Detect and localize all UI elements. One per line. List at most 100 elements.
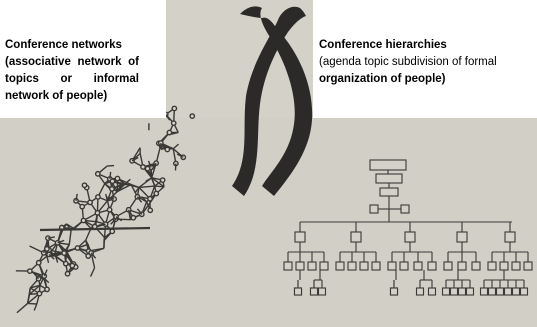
tree-node [427, 287, 437, 296]
bond [138, 185, 155, 189]
bond-stub [90, 252, 97, 259]
bond-stub [118, 184, 123, 192]
tree-node [441, 287, 451, 296]
tree-node [449, 287, 459, 296]
tree-node [347, 261, 357, 271]
bond [146, 170, 152, 176]
hierarchies-description-plain: (agenda topic subdivision of formal [319, 56, 497, 68]
tree-node [504, 231, 516, 243]
bond-stub [110, 218, 117, 225]
tree-node [400, 204, 410, 214]
bond [30, 284, 41, 289]
tree-node [399, 261, 409, 271]
bond-stub [172, 143, 179, 150]
tree-node [283, 261, 293, 271]
atom [95, 194, 101, 200]
bond [16, 302, 29, 314]
bond-stub [151, 162, 157, 170]
bond [27, 302, 37, 305]
tree-node [519, 287, 529, 296]
atom [109, 178, 116, 185]
bond-stub [104, 183, 111, 190]
atom [36, 290, 43, 297]
atom [114, 175, 121, 182]
tree-node [427, 261, 437, 271]
bond-stub [124, 178, 131, 185]
tree-node [369, 159, 407, 171]
tree-node [413, 261, 423, 271]
bond-stub [47, 236, 55, 239]
tree-node [415, 287, 425, 296]
bond-stub [75, 193, 78, 201]
bond-stub [46, 255, 50, 264]
tree-node [317, 287, 327, 296]
bond-stub [141, 196, 148, 203]
tree-node [404, 231, 416, 243]
bond [151, 177, 165, 188]
tree-node [295, 261, 305, 271]
atom [106, 206, 113, 213]
bond-stub [107, 196, 115, 200]
atom [64, 270, 71, 277]
tree-node [375, 173, 403, 184]
hierarchies-title: Conference hierarchies [319, 39, 447, 51]
tree-node [369, 204, 379, 214]
atom [79, 203, 86, 210]
tree-node [456, 231, 468, 243]
bond [106, 190, 118, 202]
bond-stub [131, 156, 139, 162]
bond [65, 244, 70, 252]
bond-stub [98, 223, 106, 226]
atom [62, 260, 69, 267]
bond [130, 183, 140, 189]
tree-node [503, 287, 513, 296]
atom [85, 253, 92, 259]
bond-stub [136, 196, 143, 203]
conference-networks-label: Conference networks (associative network… [0, 0, 166, 118]
bond-stub [43, 269, 48, 277]
tree-node [379, 187, 399, 197]
tree-node [523, 261, 533, 271]
bond-stub [115, 216, 123, 222]
bond-stub [147, 160, 152, 168]
tree-node [335, 261, 345, 271]
bond-stub [107, 164, 115, 167]
tree-node [371, 261, 381, 271]
atom [94, 210, 101, 216]
tree-node [511, 261, 521, 271]
atom [87, 199, 93, 206]
bond-stub [171, 131, 179, 135]
bond [68, 229, 72, 245]
tree-hierarchy-chart [283, 159, 533, 296]
tree-node [389, 287, 399, 296]
tree-node [387, 261, 397, 271]
networks-title: Conference networks [5, 39, 122, 51]
tree-node [457, 287, 467, 296]
atom [44, 286, 50, 293]
networks-description: (associative network of topics or inform… [5, 56, 139, 102]
conference-hierarchies-label: Conference hierarchies (agenda topic sub… [313, 0, 537, 118]
bond [29, 284, 41, 295]
bond-stub [134, 187, 140, 194]
bond-stub [65, 250, 70, 258]
backbone-bond [39, 226, 151, 232]
bond [154, 185, 165, 188]
bond-stub [127, 209, 131, 217]
molecular-network-model [15, 105, 196, 314]
tree-node [495, 287, 505, 296]
bond-stub [33, 272, 40, 280]
tree-node [293, 287, 303, 296]
atom [94, 170, 101, 177]
atom [26, 268, 33, 274]
atom [147, 207, 154, 214]
tree-node [319, 261, 329, 271]
tree-node [350, 231, 362, 243]
bond [39, 277, 45, 286]
bond-stub [109, 171, 112, 179]
bond-stub [105, 193, 109, 201]
tree-node [465, 287, 475, 296]
tree-node [307, 261, 317, 271]
atom [153, 190, 160, 197]
bond-stub [136, 208, 143, 215]
bond-stub [57, 239, 65, 244]
